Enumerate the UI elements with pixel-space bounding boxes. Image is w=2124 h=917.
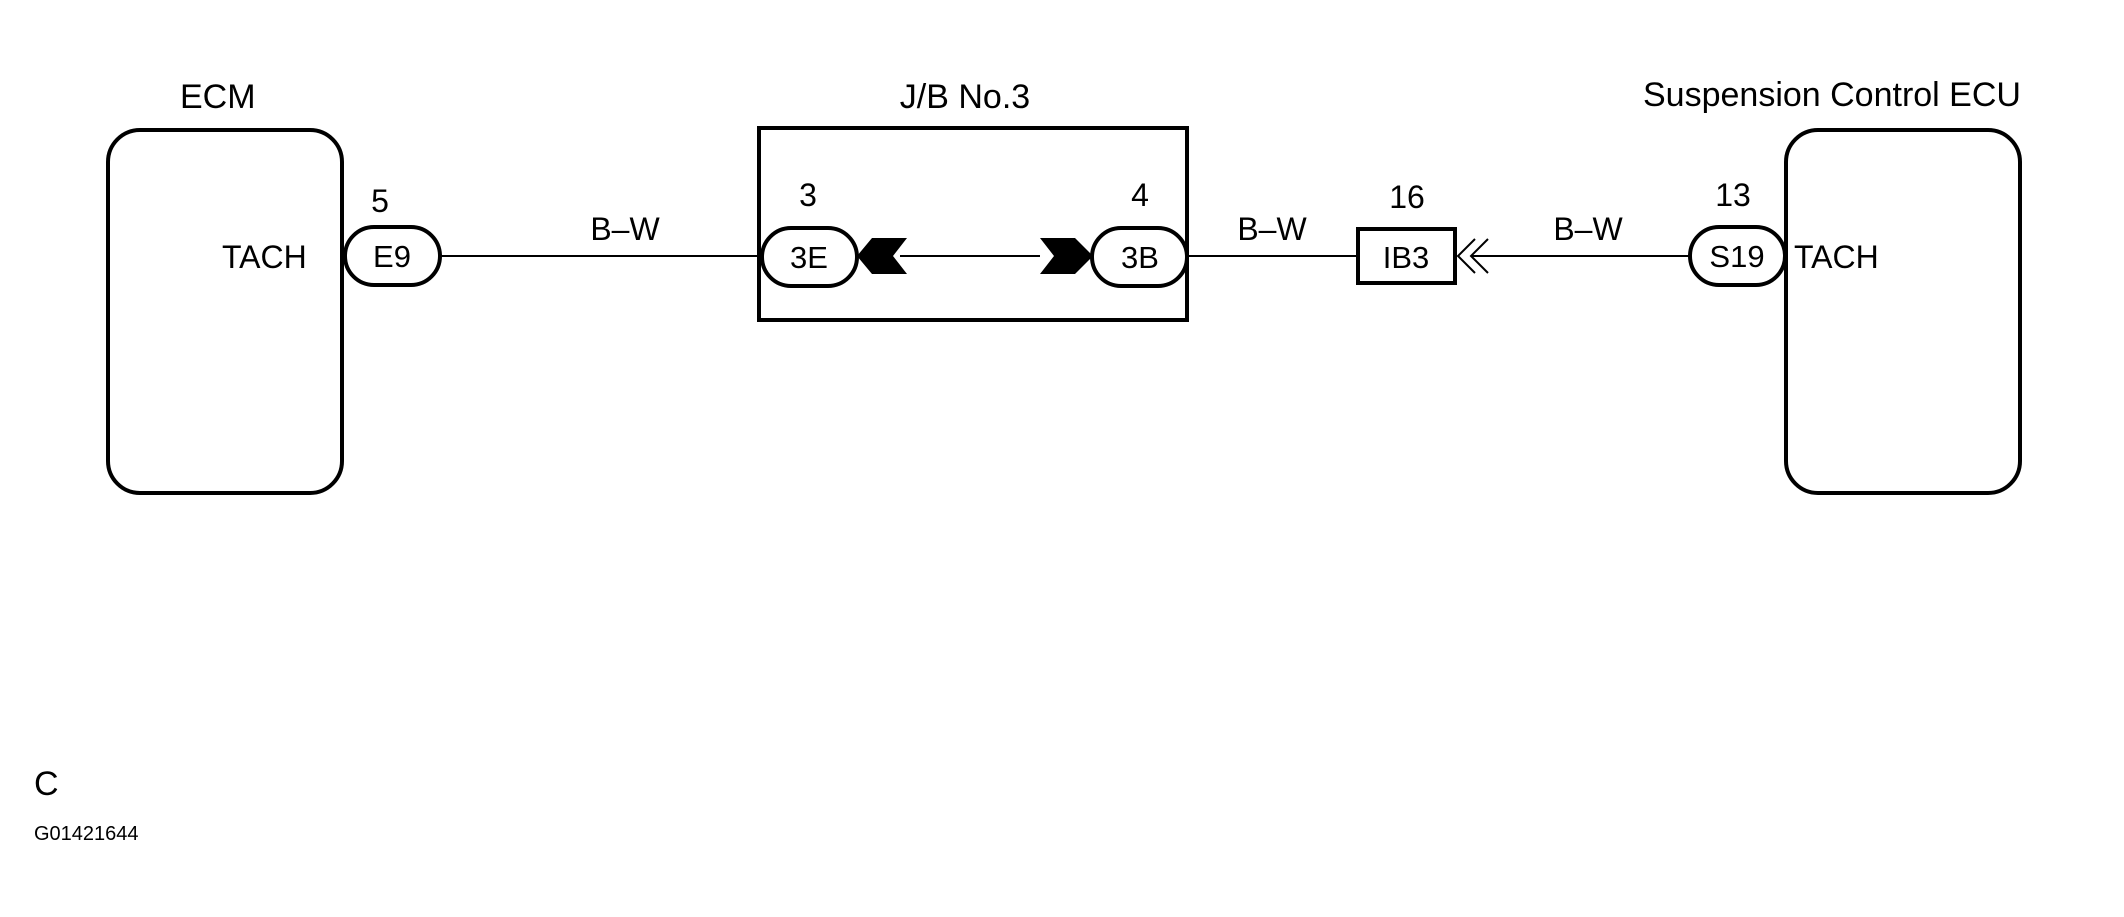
jb-left-connector-oval — [760, 226, 859, 288]
ecm-pin-number: 5 — [371, 183, 389, 219]
ecm-title: ECM — [180, 78, 256, 116]
jb-right-connector-label: 3B — [1121, 240, 1159, 275]
footer-code: C — [34, 765, 59, 803]
jb-left-chevron-icon — [857, 238, 907, 274]
junction-block-component: J/B No.3 3 3E 4 3B — [757, 78, 1189, 322]
ib3-connector-box — [1356, 227, 1457, 285]
ib3-connector-label: IB3 — [1383, 240, 1430, 275]
jb-left-connector-label: 3E — [790, 240, 828, 275]
figure-id: G01421644 — [34, 823, 139, 845]
ecm-connector-label: E9 — [373, 239, 411, 274]
ecm-terminal-label: TACH — [222, 239, 307, 275]
suspension-ecu-component: Suspension Control ECU 13 S19 TACH — [1643, 76, 2022, 495]
junction-block-title: J/B No.3 — [900, 78, 1030, 116]
wire-ib3-to-ecu: B–W — [1471, 211, 1690, 257]
wire-jb-to-ib3: B–W — [1187, 211, 1358, 257]
wire-jb-to-ib3-color: B–W — [1237, 211, 1307, 247]
ib3-pin-number: 16 — [1389, 179, 1425, 215]
junction-block-box — [757, 126, 1189, 322]
suspension-ecu-connector-label: S19 — [1709, 239, 1764, 274]
suspension-ecu-pin-number: 13 — [1715, 177, 1751, 213]
ecm-component: ECM TACH 5 E9 — [106, 78, 442, 495]
wire-ib3-to-ecu-color: B–W — [1553, 211, 1623, 247]
ecm-box — [106, 128, 344, 495]
ib3-connector-component: 16 IB3 — [1356, 179, 1489, 285]
jb-right-pin-number: 4 — [1131, 177, 1149, 213]
wire-ecm-to-jb: B–W — [440, 211, 762, 257]
suspension-ecu-title: Suspension Control ECU — [1643, 76, 2021, 114]
ib3-double-chevron-icon — [1456, 238, 1476, 274]
suspension-ecu-terminal-label: TACH — [1794, 239, 1879, 275]
footer: C G01421644 — [34, 765, 139, 845]
suspension-ecu-box — [1784, 128, 2022, 495]
jb-right-chevron-icon — [1040, 238, 1093, 274]
jb-left-pin-number: 3 — [799, 177, 817, 213]
wire-ecm-to-jb-color: B–W — [590, 211, 660, 247]
